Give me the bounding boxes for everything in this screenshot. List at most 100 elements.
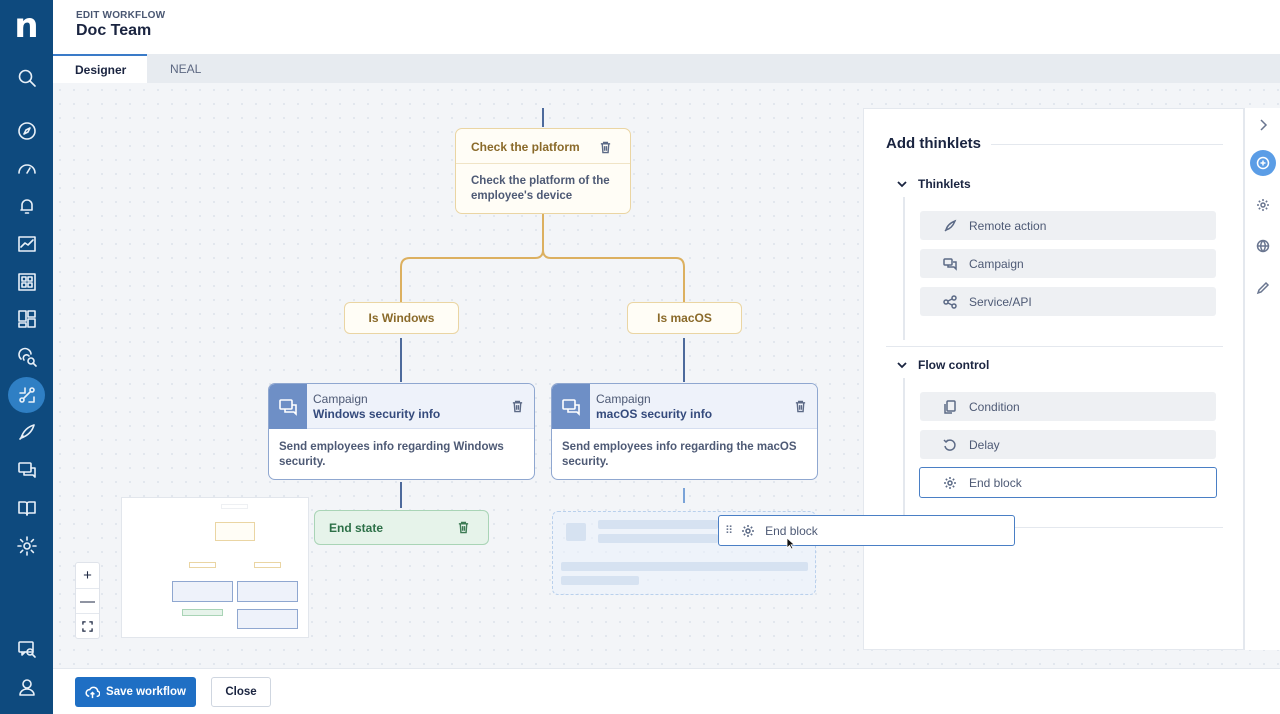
pencil-icon[interactable] <box>1250 275 1276 301</box>
gear-icon[interactable] <box>1250 192 1276 218</box>
trash-icon[interactable] <box>511 400 524 418</box>
divider <box>886 346 1223 347</box>
item-label: Campaign <box>969 256 1024 271</box>
compass-icon[interactable] <box>8 113 45 149</box>
copy-icon <box>944 399 956 414</box>
zoom-out-button[interactable]: — <box>76 588 99 613</box>
item-label: End block <box>969 475 1022 490</box>
chat-search-icon[interactable] <box>8 631 45 667</box>
condition-node[interactable]: Check the platform Check the platform of… <box>455 128 631 214</box>
tab-neal[interactable]: NEAL <box>170 61 202 76</box>
page-eyebrow: EDIT WORKFLOW <box>76 10 166 21</box>
divider <box>886 527 1223 528</box>
fit-icon[interactable] <box>76 613 99 638</box>
section-thinklets[interactable]: Thinklets <box>897 177 971 191</box>
close-button[interactable]: Close <box>211 677 271 707</box>
section-title: Flow control <box>918 358 990 372</box>
drag-handle-icon[interactable]: ⠿ <box>725 525 734 537</box>
campaign-card-windows[interactable]: Campaign Windows security info Send empl… <box>268 383 535 480</box>
section-rail <box>903 378 905 518</box>
search-icon[interactable] <box>8 60 45 96</box>
chevron-right-icon[interactable] <box>1250 112 1276 138</box>
tab-designer[interactable]: Designer <box>53 54 147 83</box>
zoom-in-button[interactable]: + <box>83 567 92 584</box>
minimap-node <box>182 609 223 616</box>
trash-icon[interactable] <box>457 521 470 539</box>
card-description: Send employees info regarding the macOS … <box>562 441 797 468</box>
cloud-upload-icon <box>85 686 101 698</box>
card-header <box>269 384 534 429</box>
placeholder-line <box>561 562 808 571</box>
thinklet-remote-action[interactable]: Remote action <box>920 211 1216 240</box>
placeholder-line <box>561 576 639 585</box>
card-name: Windows security info <box>313 407 441 421</box>
dragging-end-block[interactable]: ⠿ End block <box>718 515 1015 546</box>
undo-icon <box>943 438 956 451</box>
flow-end-block[interactable]: End block <box>919 467 1217 498</box>
minimap-node <box>215 522 255 541</box>
thinklet-campaign[interactable]: Campaign <box>920 249 1216 278</box>
page-header: EDIT WORKFLOW Doc Team <box>53 0 1280 54</box>
app-logo[interactable]: n <box>0 8 53 44</box>
card-kind: Campaign <box>313 392 368 406</box>
minimap-node <box>237 581 298 602</box>
bell-icon[interactable] <box>8 188 45 224</box>
card-header <box>552 384 817 429</box>
minimap[interactable] <box>121 497 309 638</box>
placeholder-line <box>598 520 718 529</box>
divider <box>991 144 1223 145</box>
share-icon <box>943 294 957 309</box>
mouse-cursor-icon <box>786 537 796 555</box>
flow-delay[interactable]: Delay <box>920 430 1216 459</box>
globe-settings-icon[interactable] <box>1250 233 1276 259</box>
chevron-down-icon <box>897 181 907 188</box>
trash-icon[interactable] <box>599 141 612 159</box>
left-nav: n <box>0 0 53 714</box>
item-label: Condition <box>969 399 1020 414</box>
minimap-node <box>237 609 298 629</box>
chat-icon <box>269 384 307 429</box>
chat-icon[interactable] <box>8 452 45 488</box>
gear-icon <box>742 524 755 537</box>
chart-icon[interactable] <box>8 226 45 262</box>
add-thinklets-panel: Add thinklets Thinklets Remote action Ca… <box>863 108 1244 650</box>
section-flow-control[interactable]: Flow control <box>897 358 990 372</box>
apps-icon[interactable] <box>8 264 45 300</box>
trash-icon[interactable] <box>794 400 807 418</box>
rocket-icon <box>944 219 957 232</box>
card-name: macOS security info <box>596 407 713 421</box>
flow-condition[interactable]: Condition <box>920 392 1216 421</box>
minimap-node <box>189 562 216 568</box>
right-toolbar <box>1244 108 1280 650</box>
end-state-label: End state <box>329 521 384 535</box>
placeholder-line <box>598 534 718 543</box>
save-workflow-button[interactable]: Save workflow <box>75 677 196 707</box>
minimap-node <box>172 581 233 602</box>
gear-icon[interactable] <box>8 528 45 564</box>
fingerprint-search-icon[interactable] <box>8 339 45 375</box>
branch-windows[interactable]: Is Windows <box>344 302 459 334</box>
card-kind: Campaign <box>596 392 651 406</box>
book-icon[interactable] <box>8 490 45 526</box>
workflow-icon[interactable] <box>8 377 45 413</box>
rocket-icon[interactable] <box>8 414 45 450</box>
dragging-label: End block <box>765 523 818 538</box>
gauge-icon[interactable] <box>8 151 45 187</box>
end-state-node[interactable]: End state <box>314 510 489 545</box>
user-icon[interactable] <box>8 669 45 705</box>
divider <box>456 163 630 164</box>
card-description: Send employees info regarding Windows se… <box>279 441 504 468</box>
campaign-card-macos[interactable]: Campaign macOS security info Send employ… <box>551 383 818 480</box>
logo-letter: n <box>14 6 39 46</box>
add-circle-icon[interactable] <box>1250 150 1276 176</box>
item-label: Service/API <box>969 294 1032 309</box>
chevron-down-icon <box>897 362 907 369</box>
section-rail <box>903 197 905 340</box>
zoom-controls: + — <box>75 562 100 639</box>
branch-macos[interactable]: Is macOS <box>627 302 742 334</box>
footer-bar: Save workflow Close <box>53 668 1280 714</box>
minimap-node <box>221 504 248 509</box>
thinklet-service-api[interactable]: Service/API <box>920 287 1216 316</box>
minimap-node <box>254 562 281 568</box>
layout-icon[interactable] <box>8 301 45 337</box>
